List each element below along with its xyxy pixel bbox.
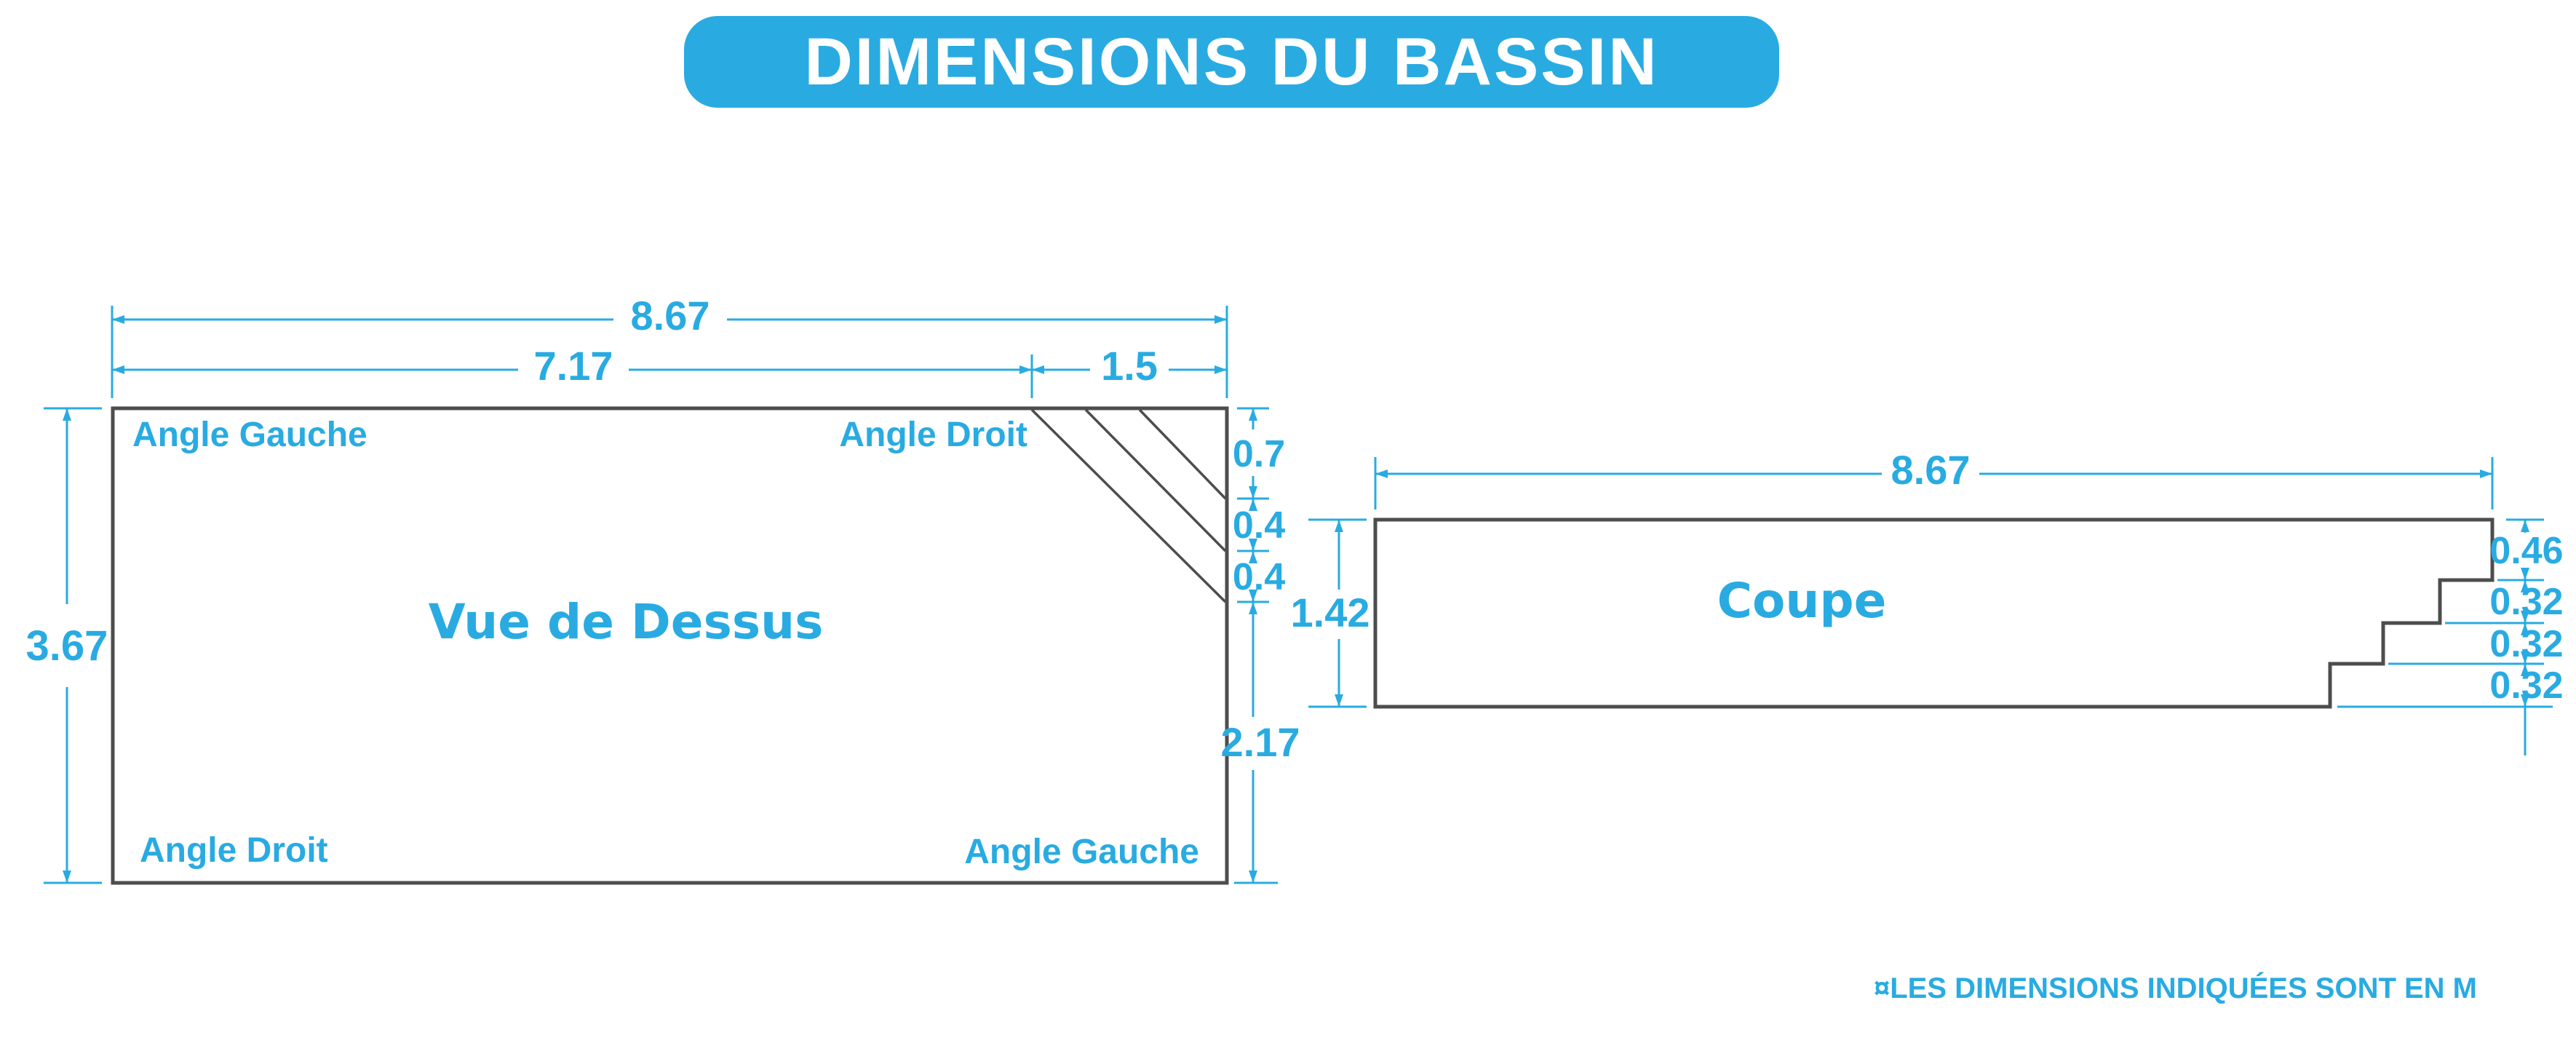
section-dim-depth: 1.42 [1291,518,1370,708]
dim-label-depth: 1.42 [1291,590,1370,635]
top-view-dim-corner-bench: 1.5 [1032,343,1227,389]
section-outline [1373,517,2494,709]
corner-label-bottom-right: Angle Gauche [964,833,1199,871]
dim-label-right-mid2: 0.4 [1233,556,1285,598]
section-step-dim-stack: 0.46 0.32 0.32 0.32 [2337,518,2564,755]
top-view-right-dim-stack: 0.7 0.4 0.4 2.17 [1221,407,1300,884]
dim-label-overall-length: 8.67 [631,293,710,338]
dim-label-corner-bench: 1.5 [1101,343,1158,389]
page-title: DIMENSIONS DU BASSIN [804,24,1659,99]
dim-label-width: 3.67 [26,622,108,670]
footnote-units-note: ¤LES DIMENSIONS INDIQUÉES SONT EN M [1874,972,2478,1004]
dim-label-step-4: 0.32 [2489,665,2563,707]
dim-label-straight-length: 7.17 [534,343,613,389]
section-view: 8.67 1.42 0.46 [1291,447,2564,755]
dim-label-step-2: 0.32 [2489,581,2563,623]
top-view-dim-width: 3.67 [26,407,108,884]
dim-label-section-length: 8.67 [1891,447,1971,493]
title-banner: DIMENSIONS DU BASSIN [684,16,1779,108]
top-view-corner-bench-lines [1030,408,1227,603]
section-dim-overall-length: 8.67 [1374,447,2494,509]
top-view: 8.67 7.17 1.5 3.67 [26,293,1300,885]
dim-label-right-bottom: 2.17 [1221,719,1300,765]
dim-label-right-top: 0.7 [1233,433,1285,475]
section-view-title: Coupe [1717,573,1887,629]
corner-label-top-right: Angle Droit [839,416,1027,454]
top-view-pool-outline [111,406,1229,885]
dim-label-step-top: 0.46 [2489,530,2563,572]
top-view-title: Vue de Dessus [429,594,824,650]
dim-label-right-mid1: 0.4 [1233,504,1285,547]
top-view-dim-straight-length: 7.17 [112,343,1032,389]
top-view-dim-overall-length: 8.67 [112,293,1227,338]
corner-label-top-left: Angle Gauche [132,416,367,454]
corner-label-bottom-left: Angle Droit [140,831,328,870]
dim-label-step-3: 0.32 [2489,623,2563,665]
